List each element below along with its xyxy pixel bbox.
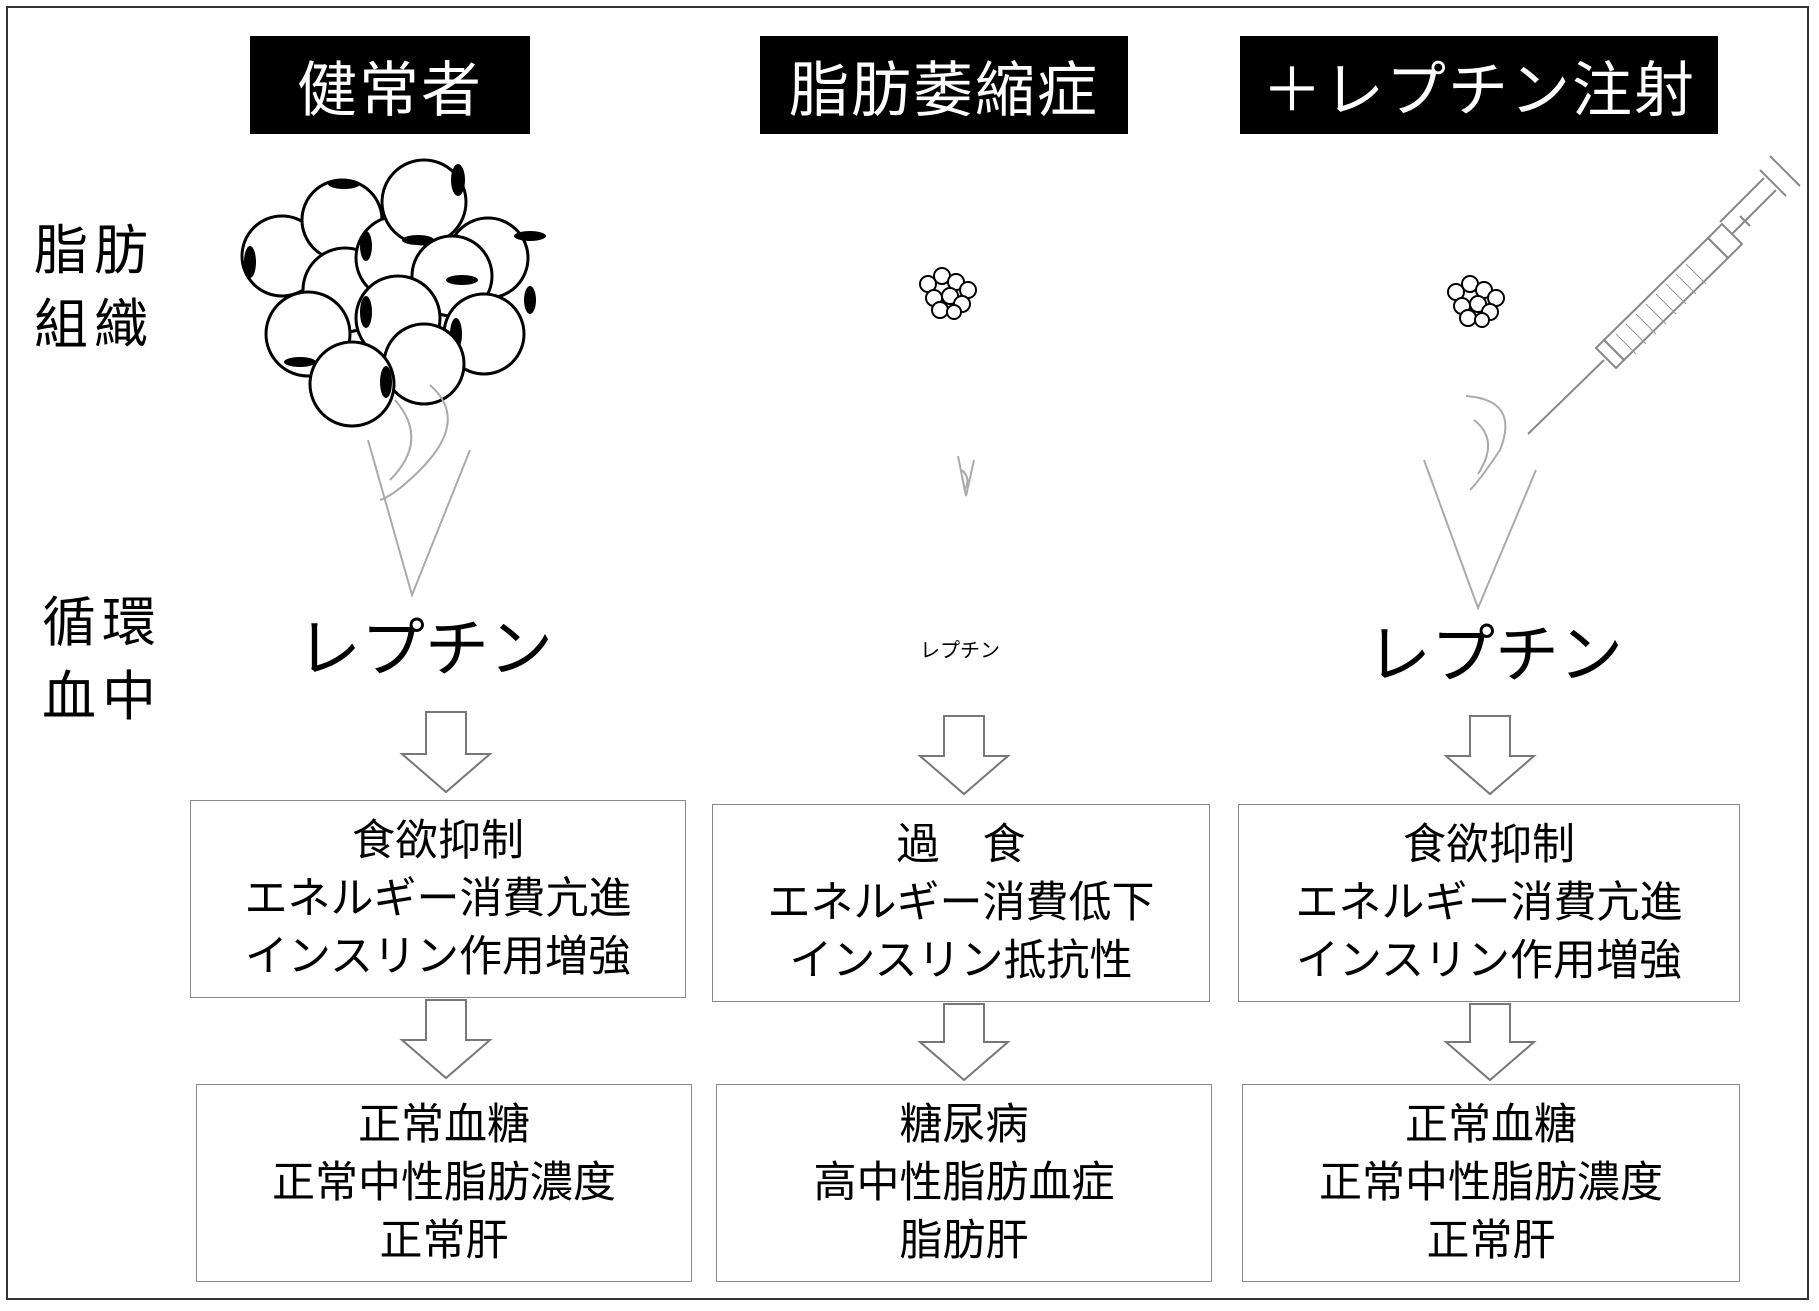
effect-line: 過 食 xyxy=(896,820,1026,870)
fat-cell-cluster-tiny-injected xyxy=(1447,275,1505,328)
effect-line: インスリン作用増強 xyxy=(1295,936,1683,986)
effects-box-lipodystrophy: 過 食 エネルギー消費低下 インスリン抵抗性 xyxy=(712,804,1210,1002)
effect-line: インスリン作用増強 xyxy=(244,932,632,982)
outcome-line: 正常血糖 xyxy=(358,1100,530,1150)
outcome-line: 正常血糖 xyxy=(1405,1100,1577,1150)
outer-frame xyxy=(6,6,1809,1300)
leptin-label-high-injection: レプチン xyxy=(1367,619,1623,693)
effect-line: 食欲抑制 xyxy=(1403,820,1575,870)
outcome-line: 正常肝 xyxy=(379,1216,509,1266)
outcome-line: 正常肝 xyxy=(1426,1216,1556,1266)
secretion-arrow-injection xyxy=(1423,395,1537,611)
header-lipodystrophy: 脂肪萎縮症 xyxy=(760,36,1128,134)
row-label-circulating-blood: 循環 血中 xyxy=(42,591,162,728)
effects-box-healthy: 食欲抑制 エネルギー消費亢進 インスリン作用増強 xyxy=(190,800,686,998)
outcome-line: 脂肪肝 xyxy=(899,1216,1029,1266)
fat-cell-cluster-large xyxy=(240,158,546,428)
header-healthy: 健常者 xyxy=(250,36,530,134)
effect-line: エネルギー消費亢進 xyxy=(244,874,632,924)
header-leptin-injection: ＋レプチン注射 xyxy=(1240,36,1718,134)
outcome-line: 高中性脂肪血症 xyxy=(813,1158,1115,1208)
down-arrow-injection-2 xyxy=(1443,1003,1537,1082)
outcome-line: 正常中性脂肪濃度 xyxy=(1319,1158,1663,1208)
outcomes-box-healthy: 正常血糖 正常中性脂肪濃度 正常肝 xyxy=(196,1084,692,1282)
syringe-icon xyxy=(1527,155,1801,435)
down-arrow-lipo-2 xyxy=(917,1003,1011,1082)
effect-line: エネルギー消費亢進 xyxy=(1295,878,1683,928)
outcome-line: 正常中性脂肪濃度 xyxy=(272,1158,616,1208)
leptin-label-high-healthy: レプチン xyxy=(297,613,553,687)
outcome-line: 糖尿病 xyxy=(899,1100,1029,1150)
effect-line: インスリン抵抗性 xyxy=(789,936,1133,986)
effects-box-injection: 食欲抑制 エネルギー消費亢進 インスリン作用増強 xyxy=(1238,804,1740,1002)
effect-line: エネルギー消費低下 xyxy=(767,878,1155,928)
outcomes-box-injection: 正常血糖 正常中性脂肪濃度 正常肝 xyxy=(1242,1084,1740,1282)
outcomes-box-lipodystrophy: 糖尿病 高中性脂肪血症 脂肪肝 xyxy=(716,1084,1212,1282)
effect-line: 食欲抑制 xyxy=(352,816,524,866)
down-arrow-healthy-1 xyxy=(399,711,493,794)
down-arrow-injection-1 xyxy=(1443,715,1537,796)
row-label-adipose-tissue: 脂肪 組織 xyxy=(34,219,154,356)
down-arrows xyxy=(399,711,1537,1082)
secretion-arrow-lipodystrophy xyxy=(957,455,975,497)
down-arrow-healthy-2 xyxy=(399,999,493,1080)
fat-cell-cluster-tiny-lipodystrophy xyxy=(919,267,977,320)
down-arrow-lipo-1 xyxy=(917,715,1011,796)
leptin-label-low-lipodystrophy: レプチン xyxy=(920,638,1000,662)
secretion-arrow-healthy xyxy=(367,384,471,599)
